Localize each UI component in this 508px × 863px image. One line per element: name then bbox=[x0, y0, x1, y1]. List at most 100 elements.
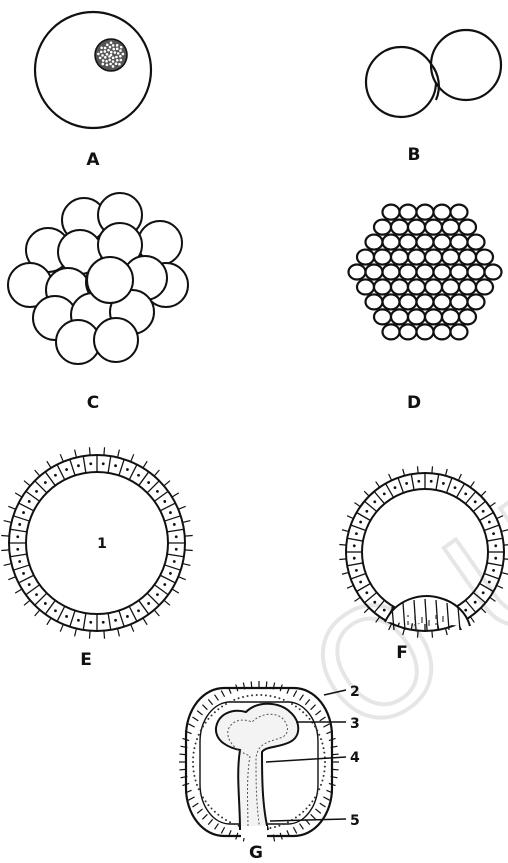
cell-nucleus bbox=[163, 500, 166, 503]
cell-nucleus bbox=[18, 523, 21, 526]
morula-cell bbox=[417, 294, 434, 309]
cell-nucleus bbox=[355, 569, 358, 572]
cell-nucleus bbox=[54, 474, 57, 477]
cell-nucleus bbox=[102, 621, 105, 624]
morula-cell bbox=[400, 265, 417, 280]
cilium bbox=[418, 466, 419, 473]
cell-nucleus bbox=[405, 482, 408, 485]
cell-nucleus bbox=[442, 482, 445, 485]
morula-cell bbox=[383, 324, 400, 339]
cell-nucleus bbox=[54, 609, 57, 612]
cell-nucleus bbox=[494, 544, 497, 547]
blastomere-right bbox=[431, 30, 501, 100]
cell-nucleus bbox=[65, 615, 68, 618]
cell-nucleus bbox=[488, 521, 491, 524]
cell-nucleus bbox=[175, 535, 178, 538]
cell-nucleus bbox=[383, 609, 386, 612]
cilium bbox=[432, 631, 433, 638]
cilium bbox=[4, 521, 12, 523]
cilium bbox=[118, 450, 120, 458]
stage-a-zygote bbox=[35, 12, 151, 128]
cell-nucleus bbox=[417, 480, 420, 483]
cilium bbox=[178, 506, 185, 509]
cell-nucleus bbox=[482, 510, 485, 513]
cilium bbox=[24, 600, 30, 605]
cilium bbox=[251, 681, 252, 688]
cell-nucleus bbox=[492, 569, 495, 572]
cell-nucleus bbox=[22, 511, 25, 514]
morula-cell bbox=[366, 265, 383, 280]
cilium bbox=[131, 454, 134, 461]
cilium bbox=[403, 469, 405, 476]
cilium bbox=[164, 600, 170, 605]
cell-nucleus bbox=[430, 480, 433, 483]
stage-d-morula bbox=[349, 205, 502, 340]
morula-cell bbox=[391, 220, 408, 235]
morula-cell bbox=[366, 235, 383, 250]
callout-4: 4 bbox=[350, 750, 360, 766]
cilium bbox=[47, 618, 51, 625]
morula-cell bbox=[485, 265, 502, 280]
cilium bbox=[89, 447, 90, 455]
cell-nucleus bbox=[383, 492, 386, 495]
morula-cell bbox=[425, 220, 442, 235]
cell-nucleus bbox=[156, 490, 159, 493]
cell-nucleus bbox=[77, 464, 80, 467]
morula-cell bbox=[425, 279, 442, 294]
morula-cell bbox=[374, 250, 391, 265]
cell-nucleus bbox=[355, 532, 358, 535]
cell-nucleus bbox=[137, 474, 140, 477]
cell-nucleus bbox=[137, 609, 140, 612]
cell-nucleus bbox=[22, 572, 25, 575]
cell-nucleus bbox=[18, 560, 21, 563]
cilium bbox=[339, 559, 346, 560]
morula-cell bbox=[408, 309, 425, 324]
morula-cell bbox=[434, 324, 451, 339]
morula-cell bbox=[434, 294, 451, 309]
morula-cell bbox=[476, 279, 493, 294]
morula-cell bbox=[425, 250, 442, 265]
cell-nucleus bbox=[365, 591, 368, 594]
cleavage-cell bbox=[87, 257, 133, 303]
cleavage-cell bbox=[94, 318, 138, 362]
cilium bbox=[35, 470, 40, 476]
cell-nucleus bbox=[175, 548, 178, 551]
morula-cell bbox=[417, 235, 434, 250]
morula-cell bbox=[434, 235, 451, 250]
cell-nucleus bbox=[147, 602, 150, 605]
cilium bbox=[4, 564, 12, 566]
cilium bbox=[172, 589, 179, 593]
cilium bbox=[347, 516, 353, 519]
cell-nucleus bbox=[16, 548, 19, 551]
cell-nucleus bbox=[77, 619, 80, 622]
morula-cell bbox=[408, 220, 425, 235]
morula-cell bbox=[400, 294, 417, 309]
cell-nucleus bbox=[454, 486, 457, 489]
cell-nucleus bbox=[65, 468, 68, 471]
cilium bbox=[183, 521, 191, 523]
cell-nucleus bbox=[102, 462, 105, 465]
cilium bbox=[35, 610, 40, 616]
label-a: A bbox=[86, 150, 100, 170]
morula-cell bbox=[468, 294, 485, 309]
blastomere-left bbox=[366, 47, 436, 117]
cilium bbox=[376, 482, 380, 488]
cilium bbox=[104, 447, 105, 455]
morula-cell bbox=[374, 279, 391, 294]
cell-nucleus bbox=[35, 490, 38, 493]
cilium bbox=[118, 629, 120, 637]
morula-cell bbox=[459, 279, 476, 294]
cell-nucleus bbox=[169, 511, 172, 514]
morula-cell bbox=[383, 294, 400, 309]
cilium bbox=[75, 629, 77, 637]
label-g: G bbox=[249, 843, 263, 863]
cilium bbox=[143, 618, 147, 625]
morula-cell bbox=[400, 235, 417, 250]
morula-cell bbox=[459, 220, 476, 235]
cilium bbox=[89, 631, 90, 639]
cell-nucleus bbox=[16, 535, 19, 538]
morula-cell bbox=[357, 250, 374, 265]
morula-cell bbox=[459, 309, 476, 324]
morula-cell bbox=[425, 309, 442, 324]
